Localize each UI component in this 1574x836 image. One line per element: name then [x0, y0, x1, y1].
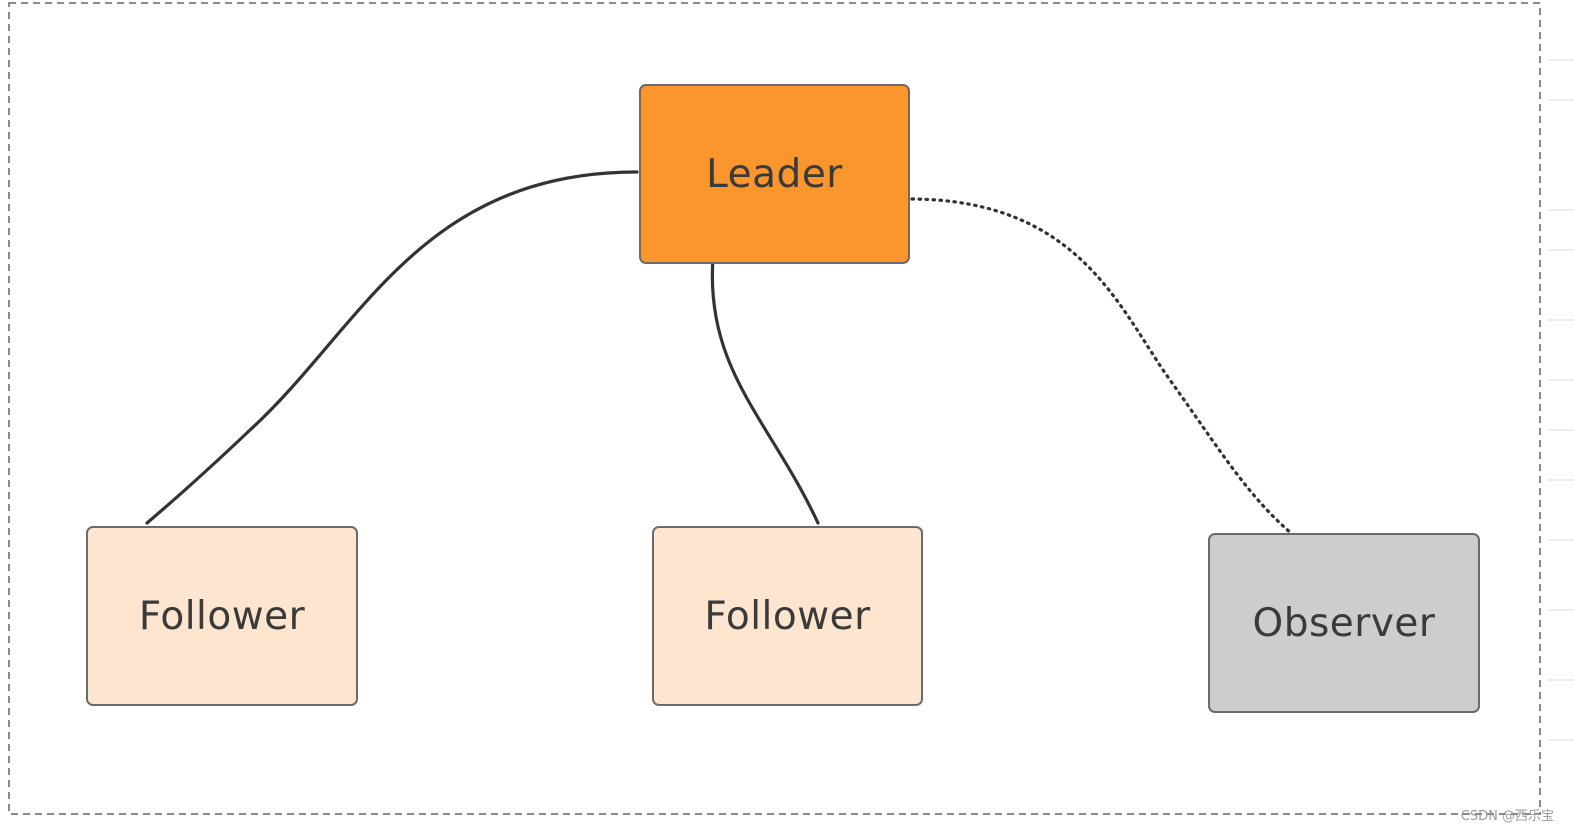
- edge-leader-follower-1: [145, 170, 639, 525]
- follower-node-2: Follower: [652, 526, 923, 706]
- leader-node: Leader: [639, 84, 910, 264]
- edge-leader-follower-2: [710, 256, 820, 525]
- edge-leader-observer: [910, 197, 1299, 540]
- follower-node-1: Follower: [86, 526, 358, 706]
- follower-label-2: Follower: [704, 593, 871, 639]
- watermark-text: CSDN @西乐宝: [1460, 809, 1554, 824]
- canvas-grid-marks: [1548, 59, 1574, 741]
- follower-label-1: Follower: [138, 593, 306, 639]
- observer-node: Observer: [1208, 533, 1480, 713]
- leader-label: Leader: [706, 151, 843, 197]
- diagram-frame: [8, 2, 1541, 815]
- observer-label: Observer: [1252, 600, 1436, 646]
